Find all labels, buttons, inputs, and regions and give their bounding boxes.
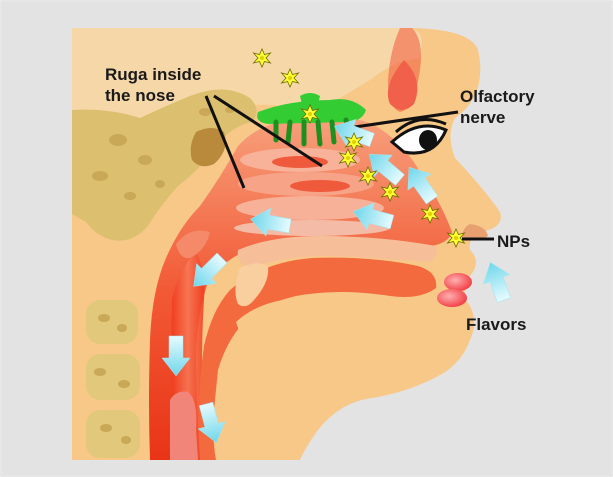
nps-label: NPs bbox=[497, 231, 530, 252]
trachea bbox=[170, 392, 198, 460]
flavors-label: Flavors bbox=[466, 314, 526, 335]
ruga-label: Ruga inside the nose bbox=[105, 64, 201, 106]
olfactory-label-line1: Olfactory bbox=[460, 86, 535, 107]
olfactory-nerve-label: Olfactory nerve bbox=[460, 86, 535, 128]
ruga-label-line2: the nose bbox=[105, 85, 201, 106]
olfactory-label-line2: nerve bbox=[460, 107, 535, 128]
spine bbox=[86, 300, 140, 458]
ruga-label-line1: Ruga inside bbox=[105, 64, 201, 85]
